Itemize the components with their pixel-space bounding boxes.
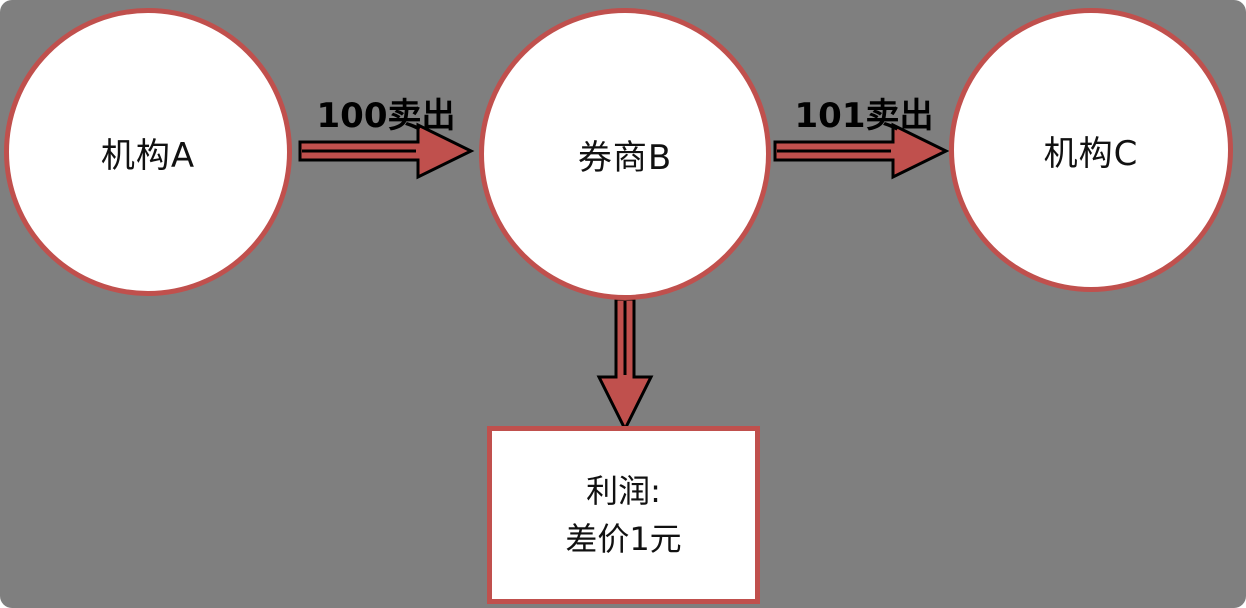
node-institution-a: 机构A [4,8,292,296]
node-institution-a-label: 机构A [100,135,196,176]
edge-label-sell-100: 100卖出 [316,96,456,136]
node-broker-b: 券商B [479,8,771,300]
node-broker-b-label: 券商B [577,137,673,178]
profit-box: 利润: 差价1元 [487,426,760,604]
profit-box-line1: 利润: [586,472,661,510]
node-institution-c: 机构C [949,8,1233,292]
node-institution-c-label: 机构C [1043,133,1139,174]
profit-box-line2: 差价1元 [565,520,682,558]
arrow-b-to-profit [596,297,654,433]
edge-label-sell-101: 101卖出 [794,96,934,136]
